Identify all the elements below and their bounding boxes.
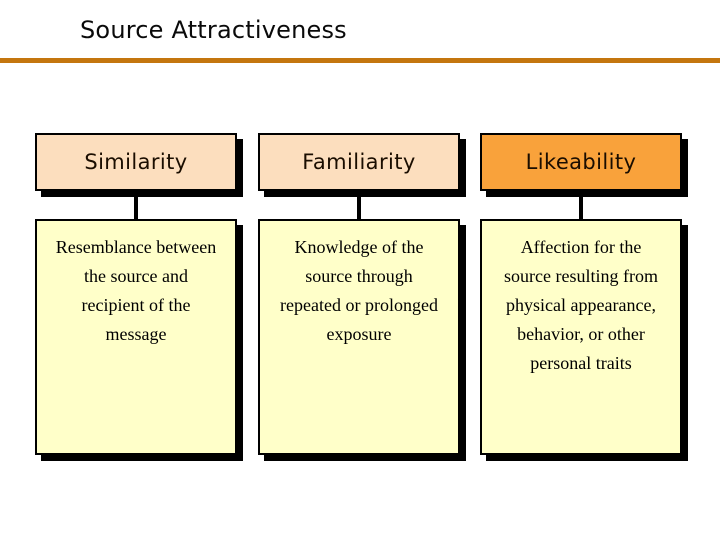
likeability-description-box: Affection for the source resulting from …: [480, 219, 682, 455]
title-divider-rule: [0, 58, 720, 63]
likeability-connector-line: [579, 191, 583, 221]
familiarity-connector-line: [357, 191, 361, 221]
column-similarity: Similarity Resemblance between the sourc…: [35, 133, 237, 455]
column-familiarity: Familiarity Knowledge of the source thro…: [258, 133, 460, 455]
familiarity-header-box: Familiarity: [258, 133, 460, 191]
similarity-header-box: Similarity: [35, 133, 237, 191]
column-likeability: Likeability Affection for the source res…: [480, 133, 682, 455]
familiarity-description-box: Knowledge of the source through repeated…: [258, 219, 460, 455]
page-title: Source Attractiveness: [80, 16, 347, 44]
similarity-connector-line: [134, 191, 138, 221]
likeability-header-box: Likeability: [480, 133, 682, 191]
similarity-description-box: Resemblance between the source and recip…: [35, 219, 237, 455]
